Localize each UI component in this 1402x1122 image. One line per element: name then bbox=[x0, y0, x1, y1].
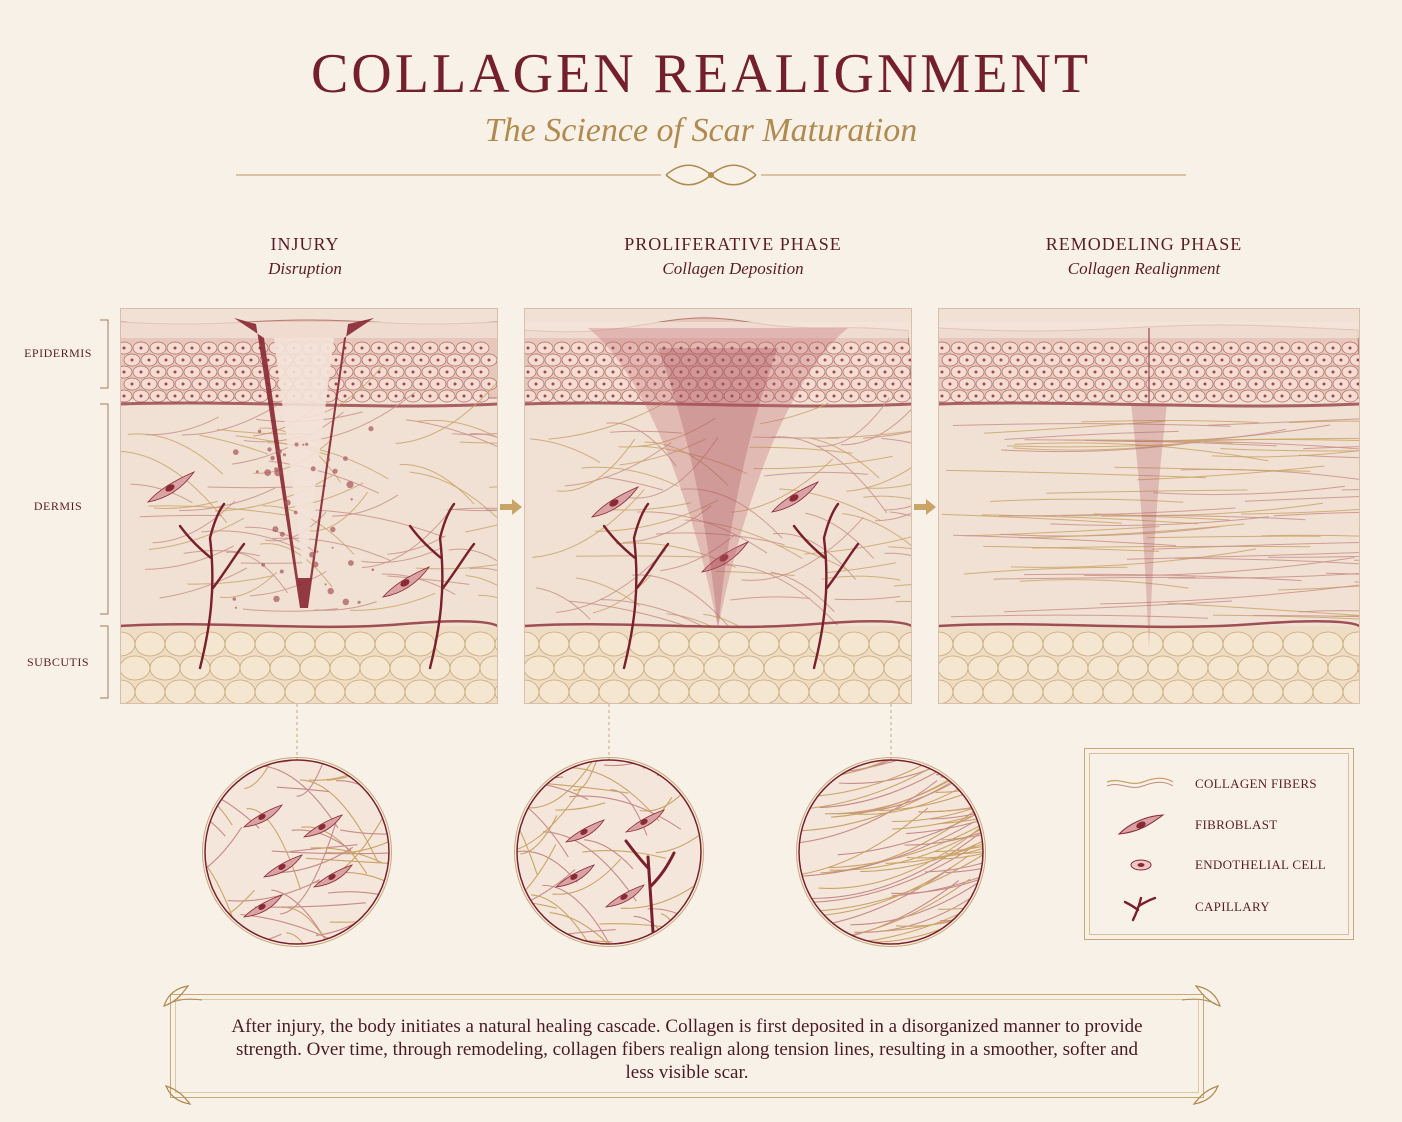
fat-cells bbox=[938, 626, 1360, 704]
leaf-ornament-right bbox=[1181, 985, 1221, 1007]
description-box: After injury, the body initiates a natur… bbox=[170, 994, 1204, 1098]
magnified-view-injury bbox=[202, 757, 392, 947]
fat-cells bbox=[120, 626, 498, 704]
tissue-panel-remodeling bbox=[938, 308, 1360, 704]
fat-cells bbox=[524, 626, 912, 704]
panel-title: PROLIFERATIVE PHASE bbox=[624, 234, 842, 254]
leaf-ornament-left bbox=[163, 985, 203, 1007]
tissue-layers bbox=[120, 308, 498, 704]
legend-item: CAPILLARY bbox=[1085, 892, 1353, 922]
arrow-right-icon bbox=[500, 499, 522, 515]
layer-label-subcutis: SUBCUTIS bbox=[26, 655, 89, 669]
tissue-layers bbox=[938, 308, 1360, 704]
tissue-layers bbox=[524, 308, 912, 704]
wound-area bbox=[232, 318, 375, 609]
panel-heading-proliferative: PROLIFERATIVE PHASE Collagen Deposition bbox=[543, 234, 923, 279]
collagen-fibers bbox=[941, 418, 1360, 620]
page-title: COLLAGEN REALIGNMENT bbox=[310, 43, 1092, 105]
epidermal-cells bbox=[938, 341, 1360, 403]
layer-label-dermis: DERMIS bbox=[33, 499, 83, 513]
endothelial-cell-icon bbox=[1130, 859, 1152, 871]
collagen-fiber-icon bbox=[1106, 777, 1174, 788]
panel-subtitle: Disruption bbox=[268, 259, 342, 278]
panel-title: REMODELING PHASE bbox=[1045, 234, 1243, 254]
magnified-tissue bbox=[205, 760, 389, 944]
epidermal-cells bbox=[524, 341, 912, 403]
layer-brackets bbox=[100, 319, 109, 699]
layer-label-epidermis: EPIDERMIS bbox=[24, 346, 92, 360]
page-subtitle: The Science of Scar Maturation bbox=[484, 112, 918, 149]
capillary-vessels bbox=[602, 502, 860, 670]
magnifier-ring bbox=[516, 759, 702, 945]
panel-heading-remodeling: REMODELING PHASE Collagen Realignment bbox=[954, 234, 1334, 279]
legend-label: CAPILLARY bbox=[1195, 899, 1270, 914]
legend-label: FIBROBLAST bbox=[1195, 817, 1278, 832]
description-text: After injury, the body initiates a natur… bbox=[231, 1016, 1143, 1083]
panel-heading-injury: INJURY Disruption bbox=[115, 234, 495, 279]
magnified-tissue bbox=[517, 760, 701, 944]
ornament-divider bbox=[236, 164, 1186, 186]
fibroblast-icon bbox=[1117, 814, 1165, 835]
magnified-view-proliferative bbox=[514, 757, 704, 947]
magnified-view-remodeling bbox=[796, 757, 986, 947]
tissue-panel-injury bbox=[120, 308, 498, 704]
magnifier-ring bbox=[798, 759, 984, 945]
panel-subtitle: Collagen Realignment bbox=[1067, 259, 1221, 278]
legend: COLLAGEN FIBERS FIBROBLAST ENDOTHELIAL C… bbox=[1084, 748, 1354, 940]
tissue-panel-proliferative bbox=[524, 308, 912, 704]
wound-area bbox=[588, 328, 848, 628]
magnifier-ring bbox=[204, 759, 390, 945]
fibroblast-cells bbox=[590, 481, 820, 573]
capillary-icon bbox=[1123, 896, 1157, 922]
legend-item: COLLAGEN FIBERS bbox=[1085, 769, 1353, 799]
legend-label: COLLAGEN FIBERS bbox=[1195, 776, 1317, 791]
connector-lines bbox=[296, 704, 892, 764]
fibroblast-cells bbox=[146, 471, 431, 598]
wound-area bbox=[1131, 328, 1167, 648]
legend-label: ENDOTHELIAL CELL bbox=[1195, 857, 1327, 872]
legend-item: ENDOTHELIAL CELL bbox=[1085, 850, 1353, 880]
panel-title: INJURY bbox=[270, 234, 340, 254]
leaf-ornament-bottom-left bbox=[164, 1085, 192, 1105]
leaf-ornament-bottom-right bbox=[1192, 1085, 1220, 1105]
panel-subtitle: Collagen Deposition bbox=[662, 259, 804, 278]
legend-item: FIBROBLAST bbox=[1085, 810, 1353, 840]
capillary-vessels bbox=[178, 502, 476, 670]
arrow-right-icon bbox=[914, 499, 936, 515]
